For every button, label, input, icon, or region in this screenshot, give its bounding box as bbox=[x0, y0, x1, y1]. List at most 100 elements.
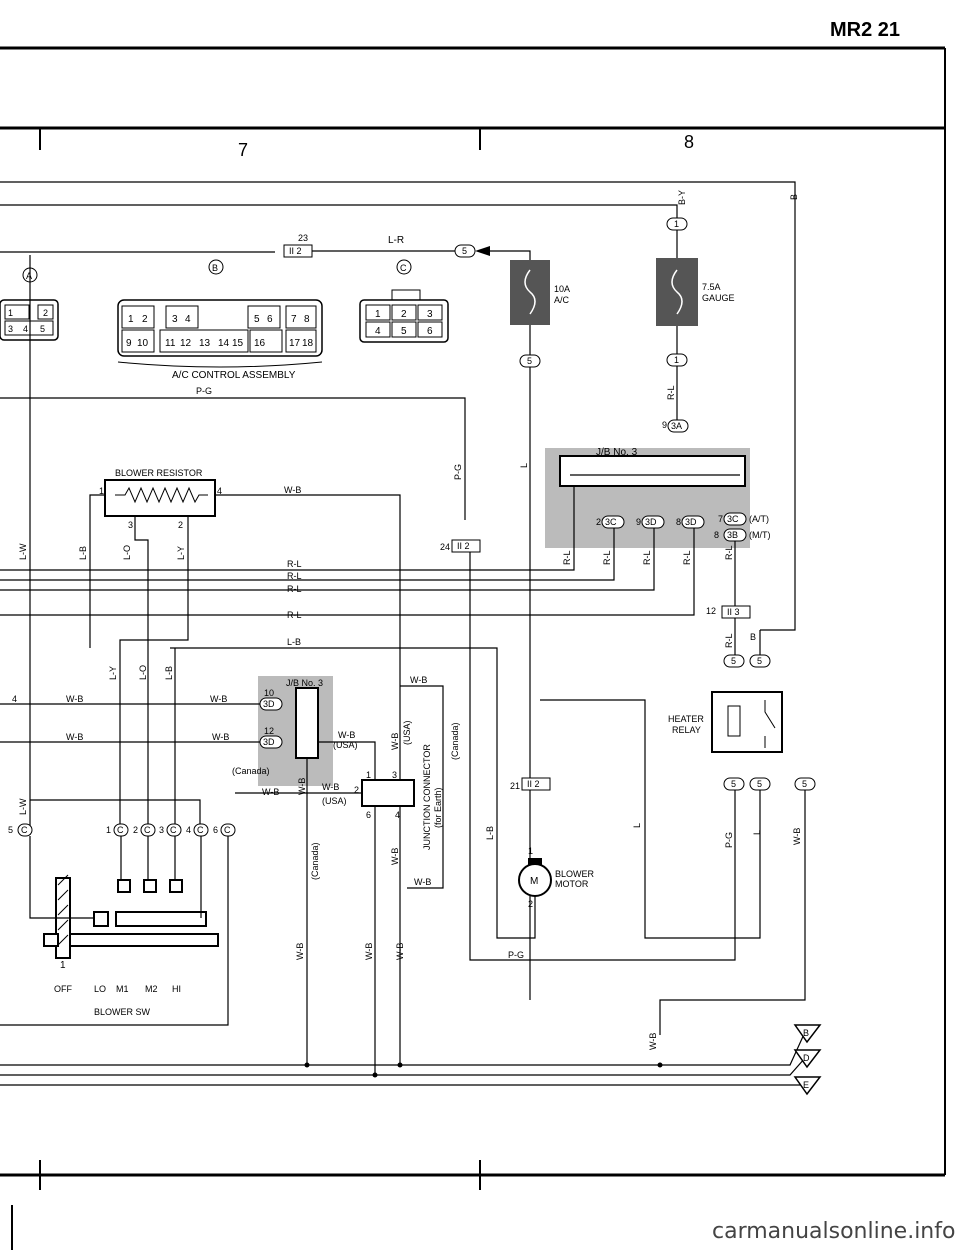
svg-text:4: 4 bbox=[375, 326, 381, 337]
svg-text:(USA): (USA) bbox=[322, 796, 347, 806]
svg-text:2: 2 bbox=[354, 785, 359, 795]
svg-text:18: 18 bbox=[302, 338, 314, 349]
svg-text:HI: HI bbox=[172, 984, 181, 994]
svg-text:R-L: R-L bbox=[562, 550, 572, 565]
svg-text:1: 1 bbox=[60, 960, 66, 971]
svg-text:3A: 3A bbox=[671, 421, 682, 431]
svg-text:LO: LO bbox=[94, 984, 106, 994]
svg-text:P-G: P-G bbox=[453, 464, 463, 480]
svg-text:4: 4 bbox=[23, 324, 28, 334]
svg-text:C: C bbox=[197, 825, 204, 835]
svg-text:3C: 3C bbox=[605, 517, 617, 527]
svg-text:L-O: L-O bbox=[122, 545, 132, 560]
svg-text:5: 5 bbox=[731, 779, 736, 789]
svg-text:II 3: II 3 bbox=[727, 607, 740, 617]
svg-text:2: 2 bbox=[178, 520, 183, 530]
svg-text:L-B: L-B bbox=[485, 826, 495, 840]
svg-text:R-L: R-L bbox=[287, 571, 302, 581]
svg-text:R-L: R-L bbox=[287, 610, 302, 620]
connector-marker-b bbox=[208, 259, 224, 275]
svg-text:2: 2 bbox=[142, 314, 148, 325]
svg-text:8: 8 bbox=[714, 530, 719, 540]
svg-text:L: L bbox=[632, 823, 642, 828]
connector-b-face: 1 2 3 4 5 6 7 8 9 10 11 12 13 14 15 16 1… bbox=[117, 299, 323, 357]
junction-block-3: J/B No. 3 bbox=[545, 447, 750, 548]
connector-marker-c bbox=[396, 259, 412, 275]
svg-text:R-L: R-L bbox=[682, 550, 692, 565]
svg-text:B: B bbox=[212, 263, 218, 273]
svg-text:16: 16 bbox=[254, 338, 266, 349]
svg-text:(A/T): (A/T) bbox=[749, 514, 769, 524]
svg-text:E: E bbox=[803, 1080, 809, 1090]
svg-text:6: 6 bbox=[427, 326, 433, 337]
svg-text:R-L: R-L bbox=[642, 550, 652, 565]
svg-text:W-B: W-B bbox=[338, 730, 355, 740]
svg-text:23: 23 bbox=[298, 233, 308, 243]
svg-text:BLOWER: BLOWER bbox=[555, 869, 595, 879]
svg-text:W-B: W-B bbox=[390, 733, 400, 750]
svg-text:6: 6 bbox=[267, 314, 273, 325]
svg-text:10A: 10A bbox=[554, 284, 570, 294]
svg-text:2: 2 bbox=[43, 308, 48, 318]
svg-text:15: 15 bbox=[232, 338, 244, 349]
svg-text:A/C: A/C bbox=[554, 295, 570, 305]
wire-label-lr: L-R bbox=[388, 235, 404, 246]
connector-3a bbox=[667, 419, 689, 433]
svg-text:17: 17 bbox=[289, 338, 301, 349]
svg-text:L-B: L-B bbox=[164, 666, 174, 680]
wire-label-b-top: B bbox=[789, 194, 799, 200]
svg-text:11: 11 bbox=[165, 338, 176, 349]
svg-text:9: 9 bbox=[636, 517, 641, 527]
svg-text:12: 12 bbox=[264, 726, 274, 736]
blower-sw-connectors: 5 C 1 C 2 C 3 C 4 C 6 C bbox=[8, 823, 236, 837]
svg-text:B: B bbox=[803, 1028, 809, 1038]
svg-text:L: L bbox=[752, 830, 762, 835]
svg-text:MOTOR: MOTOR bbox=[555, 879, 589, 889]
svg-text:W-B: W-B bbox=[364, 943, 374, 960]
svg-text:1: 1 bbox=[366, 770, 371, 780]
junction-block-3-lower: J/B No. 3 10 12 3D 3D bbox=[258, 676, 333, 786]
svg-text:B: B bbox=[750, 632, 756, 642]
svg-text:J/B No. 3: J/B No. 3 bbox=[286, 678, 323, 688]
svg-text:10: 10 bbox=[264, 688, 274, 698]
svg-text:W-B: W-B bbox=[210, 694, 227, 704]
svg-text:13: 13 bbox=[199, 338, 211, 349]
svg-text:C: C bbox=[400, 263, 407, 273]
svg-text:W-B: W-B bbox=[284, 485, 301, 495]
svg-text:W-B: W-B bbox=[792, 828, 802, 845]
wire-label-by: B-Y bbox=[677, 190, 687, 205]
svg-text:(USA): (USA) bbox=[402, 720, 412, 745]
svg-text:W-B: W-B bbox=[66, 732, 83, 742]
connector-ii3-12 bbox=[721, 605, 751, 619]
column-number-8: 8 bbox=[684, 132, 694, 152]
svg-text:W-B: W-B bbox=[262, 787, 279, 797]
svg-text:L-O: L-O bbox=[138, 665, 148, 680]
svg-text:21: 21 bbox=[510, 781, 520, 791]
svg-text:M2: M2 bbox=[145, 984, 158, 994]
svg-text:L-W: L-W bbox=[18, 543, 28, 560]
svg-text:R-L: R-L bbox=[287, 584, 302, 594]
page-header: MR2 21 bbox=[830, 19, 900, 41]
svg-text:5: 5 bbox=[462, 246, 467, 256]
svg-text:W-B: W-B bbox=[648, 1033, 658, 1050]
svg-text:2: 2 bbox=[528, 899, 533, 909]
svg-text:10: 10 bbox=[137, 338, 149, 349]
svg-text:C: C bbox=[170, 825, 177, 835]
svg-text:7: 7 bbox=[291, 314, 297, 325]
svg-text:1: 1 bbox=[528, 846, 533, 856]
footer-watermark: carmanualsonline.info bbox=[712, 1219, 955, 1244]
svg-text:J/B No. 3: J/B No. 3 bbox=[596, 447, 638, 458]
svg-text:6: 6 bbox=[366, 810, 371, 820]
svg-text:9: 9 bbox=[126, 338, 132, 349]
svg-text:R-L: R-L bbox=[724, 633, 734, 648]
svg-text:C: C bbox=[144, 825, 151, 835]
svg-text:L: L bbox=[519, 463, 529, 468]
svg-text:4: 4 bbox=[217, 486, 222, 496]
svg-text:II 2: II 2 bbox=[289, 246, 302, 256]
svg-text:L-W: L-W bbox=[18, 798, 28, 815]
svg-text:W-B: W-B bbox=[66, 694, 83, 704]
svg-text:W-B: W-B bbox=[297, 778, 307, 795]
svg-text:4: 4 bbox=[186, 825, 191, 835]
svg-text:3: 3 bbox=[8, 324, 13, 334]
svg-text:R-L: R-L bbox=[724, 545, 734, 560]
